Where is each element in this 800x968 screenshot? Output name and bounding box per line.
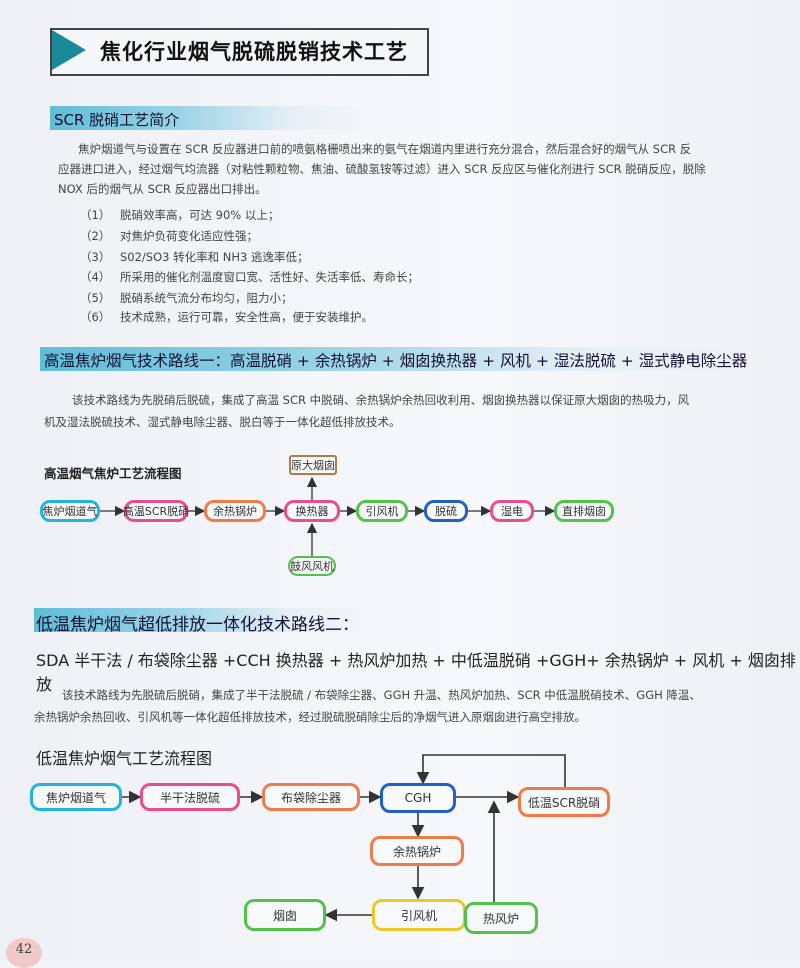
route2-subheading: SDA 半干法 / 布袋除尘器 +CCH 换热器 + 热风炉加热 + 中低温脱硝… [36, 651, 796, 694]
flow-node-waste-heat-boiler: 余热锅炉 [204, 500, 266, 522]
flow-node-high-temp-scr: 高温SCR脱硝 [123, 500, 189, 522]
scr-para-line-3: NOX 后的烟气从 SCR 反应器出口排出。 [58, 182, 267, 196]
flow-node-coke-flue-gas: 焦炉烟道气 [40, 500, 100, 522]
flow-node-original-chimney: 原大烟囱 [289, 455, 337, 475]
route2-arrows [122, 754, 566, 922]
route2-para-line-2: 余热锅炉余热回收、引风机等一体化超低排放技术，经过脱硫脱硝除尘后的净烟气进入原烟… [34, 710, 586, 724]
flow2-node-cgh: CGH [380, 783, 456, 813]
flow2-node-coke-flue-gas: 焦炉烟道气 [30, 783, 122, 811]
flow2-node-chimney: 烟囱 [244, 899, 326, 931]
scr-feature-item: （5）脱硝系统气流分布均匀，阻力小； [80, 291, 293, 305]
route1-flowchart-title: 高温烟气焦炉工艺流程图 [44, 466, 182, 481]
flow2-node-induced-fan: 引风机 [372, 899, 466, 931]
route2-flowchart-title: 低温焦炉烟气工艺流程图 [36, 749, 213, 768]
flow-node-induced-fan: 引风机 [356, 500, 408, 522]
flow2-node-low-temp-scr: 低温SCR脱硝 [518, 787, 610, 817]
route2-heading: 低温焦炉烟气超低排放一体化技术路线二： [36, 615, 359, 635]
route2-para-line-1: 该技术路线为先脱硫后脱硝，集成了半干法脱硫 / 布袋除尘器、GGH 升温、热风炉… [62, 688, 701, 702]
scr-heading: SCR 脱硝工艺简介 [54, 111, 180, 129]
route1-arrows [100, 476, 556, 556]
flow-node-blower-fan: 鼓风风机 [288, 556, 336, 576]
page-number: 42 [6, 938, 42, 968]
route1-para-line-2: 机及湿法脱硫技术、湿式静电除尘器、脱白等于一体化超低排放技术。 [44, 415, 401, 429]
flow-node-heat-exchanger: 换热器 [284, 500, 340, 522]
scr-feature-item: （3）S02/SO3 转化率和 NH3 逃逸率低； [80, 250, 309, 264]
flow2-node-waste-heat-boiler: 余热锅炉 [370, 836, 464, 866]
flow-node-direct-chimney: 直排烟囱 [554, 500, 614, 522]
scr-feature-item: （2）对焦炉负荷变化适应性强； [80, 229, 258, 243]
title-box [50, 28, 429, 76]
flow-node-wet-esp: 湿电 [490, 500, 534, 522]
scr-feature-item: （6）技术成熟，运行可靠，安全性高，便于安装维护。 [80, 310, 373, 324]
route1-para-line-1: 该技术路线为先脱硝后脱硫，集成了高温 SCR 中脱硝、余热锅炉余热回收利用、烟囱… [72, 393, 690, 407]
scr-feature-item: （1）脱硝效率高，可达 90% 以上； [80, 208, 280, 222]
flow2-node-hot-air-furnace: 热风炉 [464, 902, 538, 934]
page-title: 焦化行业烟气脱硫脱销技术工艺 [100, 40, 408, 64]
flow2-node-bag-filter: 布袋除尘器 [262, 783, 360, 811]
scr-heading-bar [50, 106, 370, 130]
route1-heading-bar [40, 347, 760, 371]
route2-heading-bar [34, 608, 374, 632]
scr-feature-item: （4）所采用的催化剂温度窗口宽、活性好、失活率低、寿命长； [80, 270, 419, 284]
scr-para-line-1: 焦炉烟道气与设置在 SCR 反应器进口前的喷氨格栅喷出来的氨气在烟道内里进行充分… [78, 142, 692, 156]
flow-node-desulfurization: 脱硫 [424, 500, 468, 522]
title-triangle-icon [52, 30, 86, 70]
route1-heading: 高温焦炉烟气技术路线一：高温脱硝 + 余热锅炉 + 烟囱换热器 + 风机 + 湿… [44, 352, 748, 370]
scr-para-line-2: 应器进口进入，经过烟气均流器（对粘性颗粒物、焦油、硫酸氢铵等过滤）进入 SCR … [58, 162, 706, 176]
flow2-node-semi-dry-desulf: 半干法脱硫 [140, 783, 240, 811]
